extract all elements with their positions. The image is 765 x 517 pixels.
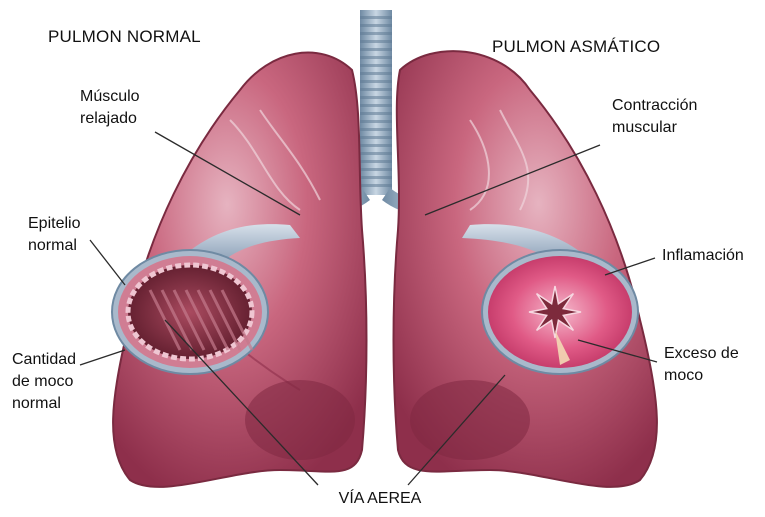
- trachea-ring: [360, 24, 392, 27]
- trachea-ring: [360, 40, 392, 43]
- trachea-ring: [360, 88, 392, 91]
- trachea-ring: [360, 152, 392, 155]
- trachea-ring: [360, 16, 392, 19]
- trachea-ring: [360, 112, 392, 115]
- trachea-ring: [360, 184, 392, 187]
- label-cantidad-moco-normal: Cantidad de moco normal: [12, 349, 76, 415]
- label-line: Cantidad: [12, 349, 76, 371]
- label-line: de moco: [12, 371, 76, 393]
- label-line: muscular: [612, 117, 697, 139]
- trachea-ring: [360, 72, 392, 75]
- trachea-ring: [360, 144, 392, 147]
- trachea-ring: [360, 136, 392, 139]
- title-normal-lung: PULMON NORMAL: [48, 26, 201, 48]
- label-line: Epitelio: [28, 213, 80, 235]
- label-line: relajado: [80, 108, 140, 130]
- label-line: Exceso de: [664, 343, 739, 365]
- label-epitelio-normal: Epitelio normal: [28, 213, 80, 257]
- label-line: Contracción: [612, 95, 697, 117]
- label-line: normal: [28, 235, 80, 257]
- trachea-ring: [360, 48, 392, 51]
- label-line: normal: [12, 393, 76, 415]
- label-line: Músculo: [80, 86, 140, 108]
- leader-epitelio-normal: [90, 240, 125, 285]
- label-via-aerea: VÍA AEREA: [300, 488, 460, 510]
- leader-moco-normal: [80, 350, 125, 365]
- label-line: moco: [664, 365, 739, 387]
- trachea-ring: [360, 96, 392, 99]
- trachea-ring: [360, 104, 392, 107]
- trachea-ring: [360, 176, 392, 179]
- trachea-ring: [360, 64, 392, 67]
- trachea-ring: [360, 120, 392, 123]
- trachea-ring: [360, 80, 392, 83]
- label-line: Inflamación: [662, 245, 744, 267]
- label-musculo-relajado: Músculo relajado: [80, 86, 140, 130]
- title-asthmatic-lung: PULMON ASMÁTICO: [492, 36, 660, 58]
- trachea-ring: [360, 128, 392, 131]
- label-contraccion-muscular: Contracción muscular: [612, 95, 697, 139]
- trachea-ring: [360, 160, 392, 163]
- trachea-ring: [360, 32, 392, 35]
- label-inflamacion: Inflamación: [662, 245, 744, 267]
- trachea-ring: [360, 168, 392, 171]
- label-exceso-moco: Exceso de moco: [664, 343, 739, 387]
- trachea-ring: [360, 56, 392, 59]
